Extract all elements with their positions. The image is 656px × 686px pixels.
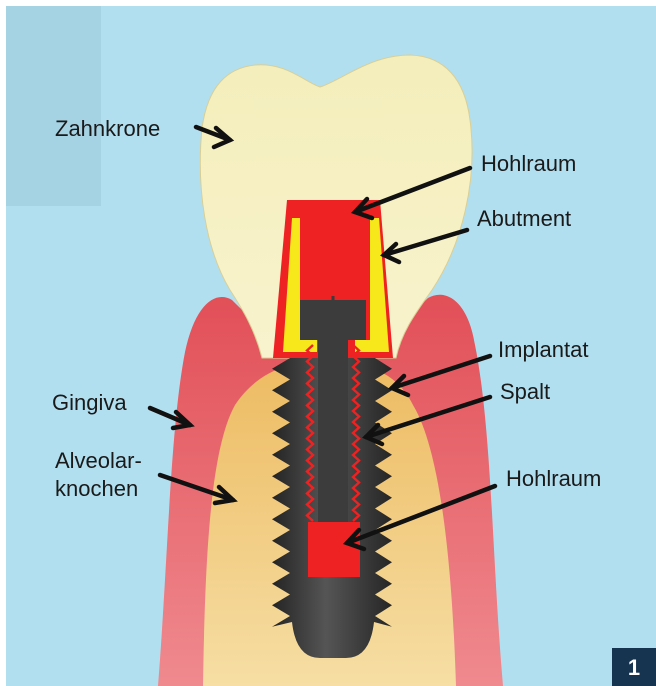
label-crown: Zahnkrone [55, 116, 160, 141]
cavity-bottom-shape [308, 522, 360, 577]
label-implant: Implantat [498, 337, 589, 362]
label-bone-line1: Alveolar- [55, 448, 142, 473]
label-gingiva: Gingiva [52, 390, 127, 415]
figure-number: 1 [628, 655, 640, 680]
label-bone-line2: knochen [55, 476, 138, 501]
label-gap: Spalt [500, 379, 550, 404]
corner-shade [6, 6, 101, 206]
label-cavity-bottom: Hohlraum [506, 466, 601, 491]
label-cavity-top: Hohlraum [481, 151, 576, 176]
label-abutment: Abutment [477, 206, 571, 231]
